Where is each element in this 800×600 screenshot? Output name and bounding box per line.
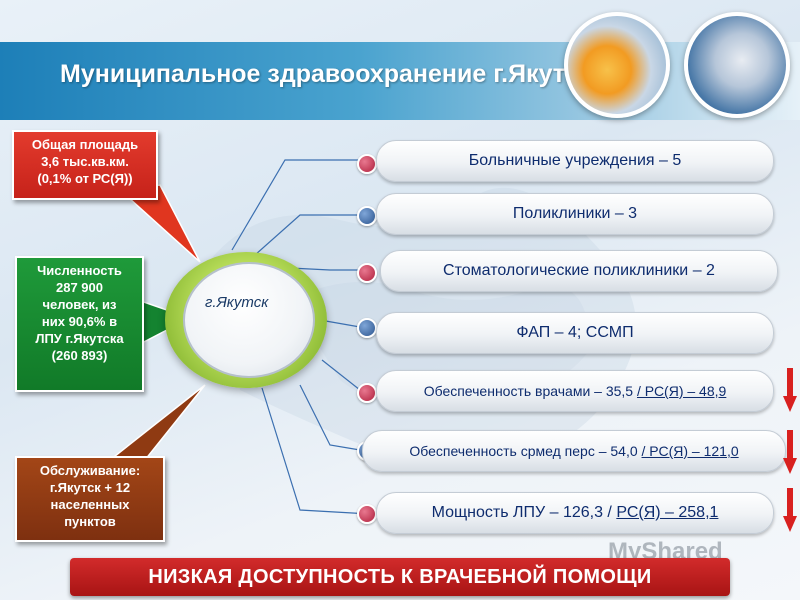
item-fap: ФАП – 4; ССМП [376,312,774,354]
doctor-photo [684,12,790,118]
item-doctors-ref: / РС(Я) – 48,9 [636,383,727,399]
item-5-bullet [357,383,377,403]
item-7-bullet [357,504,377,524]
down-arrow-icon [783,488,797,532]
item-2-bullet [357,206,377,226]
hub-circle [183,262,315,378]
population-callout: Численность 287 900 человек, из них 90,6… [15,256,144,392]
population-line-6: (260 893) [51,348,108,363]
area-line-3: (0,1% от РС(Я)) [37,171,133,186]
area-callout: Общая площадь 3,6 тыс.кв.км. (0,1% от РС… [12,130,158,200]
population-line-2: 287 900 [56,280,103,295]
item-nurses-text: Обеспеченность срмед перс – 54,0 [409,443,638,459]
item-nurses-ref: / РС(Я) – 121,0 [641,443,739,459]
population-line-3: человек, из [42,297,117,312]
service-line-3: населенных [50,497,130,512]
area-line-2: 3,6 тыс.кв.км. [41,154,129,169]
item-hospitals-text: Больничные учреждения – 5 [468,152,682,169]
item-dental: Стоматологические поликлиники – 2 [380,250,778,292]
down-arrow-icon [783,368,797,412]
page-title: Муниципальное здравоохранение г.Якутск [60,60,592,88]
item-capacity: Мощность ЛПУ – 126,3 / РС(Я) – 258,1 [376,492,774,534]
population-line-5: ЛПУ г.Якутска [35,331,124,346]
pills-photo [564,12,670,118]
item-3-bullet [357,263,377,283]
item-doctors: Обеспеченность врачами – 35,5 / РС(Я) – … [376,370,774,412]
item-capacity-ref: РС(Я) – 258,1 [616,504,719,521]
item-polyclinics: Поликлиники – 3 [376,193,774,235]
service-line-4: пунктов [64,514,116,529]
service-line-2: г.Якутск + 12 [49,480,131,495]
population-line-1: Численность [37,263,122,278]
item-fap-text: ФАП – 4; ССМП [516,324,634,341]
item-dental-text: Стоматологические поликлиники – 2 [443,262,715,279]
population-line-4: них 90,6% в [41,314,118,329]
area-line-1: Общая площадь [31,137,139,152]
service-line-1: Обслуживание: [39,463,141,478]
down-arrow-icon [783,430,797,474]
hub-label: г.Якутск [205,294,269,311]
item-doctors-text: Обеспеченность врачами – 35,5 [423,383,634,399]
item-hospitals: Больничные учреждения – 5 [376,140,774,182]
service-callout: Обслуживание: г.Якутск + 12 населенных п… [15,456,165,542]
item-polyclinics-text: Поликлиники – 3 [512,205,638,222]
item-1-bullet [357,154,377,174]
item-nurses: Обеспеченность срмед перс – 54,0 / РС(Я)… [362,430,786,472]
item-4-bullet [357,318,377,338]
conclusion-banner: НИЗКАЯ ДОСТУПНОСТЬ К ВРАЧЕБНОЙ ПОМОЩИ [70,558,730,596]
item-capacity-text: Мощность ЛПУ – 126,3 / [431,504,612,521]
conclusion-banner-text: НИЗКАЯ ДОСТУПНОСТЬ К ВРАЧЕБНОЙ ПОМОЩИ [148,565,652,588]
